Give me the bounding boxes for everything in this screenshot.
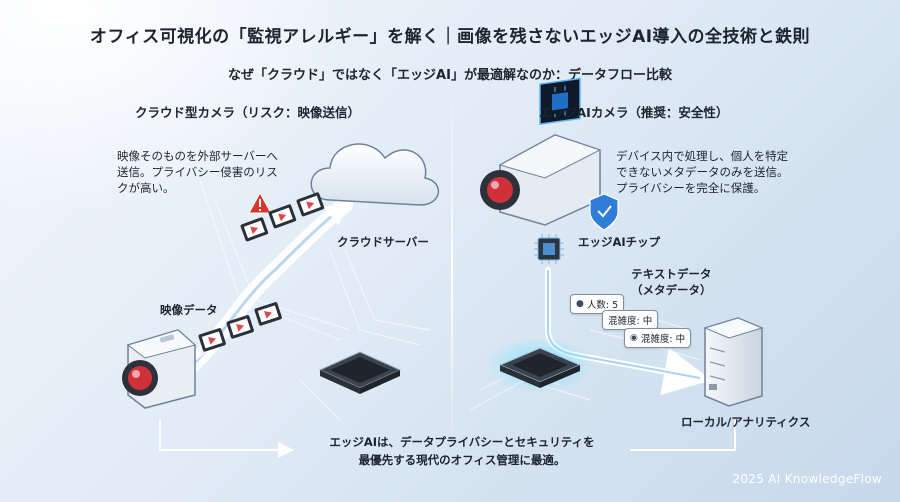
video-frame-icon bbox=[198, 328, 226, 352]
light-glow bbox=[0, 0, 360, 220]
metadata-tag-congestion-2: ◉ 混雑度: 中 bbox=[624, 328, 692, 348]
video-frame-icon bbox=[296, 192, 325, 217]
edge-chip-label: エッジAIチップ bbox=[578, 235, 661, 249]
camera-icon bbox=[480, 77, 602, 226]
video-frame-icon bbox=[268, 204, 297, 229]
metadata-tag-congestion: 混雑度: 中 bbox=[602, 310, 659, 330]
camera-icon bbox=[122, 329, 197, 409]
page-title: オフィス可視化の「監視アレルギー」を解く｜画像を残さないエッジAI導入の全技術と… bbox=[89, 27, 811, 47]
warning-icon bbox=[248, 191, 272, 214]
video-frames-lower bbox=[198, 302, 282, 352]
page-subtitle: なぜ「クラウド」ではなく「エッジAI」が最適解なのか：データフロー比較 bbox=[228, 68, 672, 83]
status-icon: ◉ bbox=[630, 333, 638, 343]
cloud-server-label: クラウドサーバー bbox=[337, 235, 429, 249]
left-description: 映像そのものを外部サーバーへ 送信。プライバシー侵害のリス クが高い。 bbox=[117, 149, 278, 195]
video-data-label: 映像データ bbox=[160, 303, 218, 317]
footer-summary: エッジAIは、データプライバシーとセキュリティを 最優先する現代のオフィス管理に… bbox=[329, 435, 595, 467]
right-description: デバイス内で処理し、個人を特定 できないメタデータのみを送信。 プライバシーを完… bbox=[616, 149, 789, 195]
left-heading: クラウド型カメラ（リスク：映像送信） bbox=[135, 105, 361, 120]
right-heading: エッジAIカメラ（推奨：安全性） bbox=[539, 105, 729, 120]
video-frame-icon bbox=[240, 217, 269, 242]
server-icon bbox=[703, 317, 764, 407]
cloud-icon bbox=[310, 143, 440, 206]
video-frame-icon bbox=[254, 302, 282, 326]
video-frames-upper bbox=[240, 192, 325, 242]
metadata-label: テキストデータ （メタデータ） bbox=[631, 267, 712, 297]
metadata-tag-count: ● 人数: 5 bbox=[570, 294, 625, 314]
person-icon: ● bbox=[576, 299, 584, 309]
edge-chip-glow bbox=[485, 337, 595, 393]
footer-flow-right bbox=[630, 420, 736, 451]
footer-flow-left bbox=[159, 420, 294, 458]
brand-credit: 2025 AI KnowledgeFlow bbox=[732, 472, 882, 486]
local-analytics-label: ローカル/アナリティクス bbox=[681, 415, 811, 429]
video-frame-icon bbox=[226, 315, 254, 339]
chip-icon bbox=[534, 234, 564, 264]
panel-divider bbox=[451, 98, 453, 443]
circuit-traces-left bbox=[199, 179, 431, 421]
shield-icon bbox=[589, 193, 619, 231]
chip-icon bbox=[318, 351, 402, 394]
